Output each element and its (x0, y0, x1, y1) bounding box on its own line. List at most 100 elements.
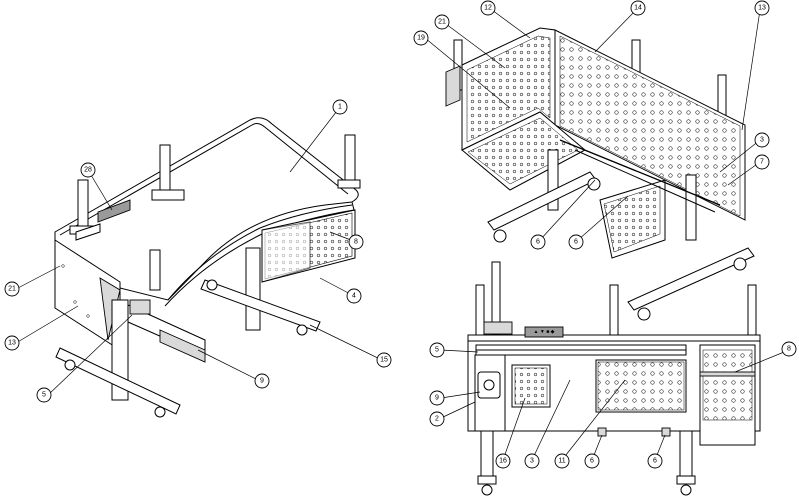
leader-7 (727, 161, 761, 186)
right-base-foot (200, 279, 321, 332)
svg-text:6: 6 (574, 239, 578, 246)
leader-14 (594, 9, 637, 53)
caster-wheel (637, 307, 651, 321)
leader-3a (719, 139, 761, 173)
cable-clip (597, 427, 607, 437)
cable-clip (661, 427, 671, 437)
callout-28: 28 (80, 162, 96, 178)
desktop-corner (351, 201, 355, 211)
callout-19: 19 (413, 30, 429, 46)
svg-text:6: 6 (653, 458, 657, 465)
svg-text:1: 1 (338, 104, 342, 111)
small-basket-perforation (603, 185, 661, 253)
svg-text:12: 12 (484, 5, 492, 12)
leader-5b (440, 349, 479, 353)
callout-21a: 21 (4, 281, 20, 297)
leader-1 (289, 106, 341, 173)
upright-post (609, 284, 619, 338)
callout-6b: 6 (568, 234, 584, 250)
callout-6c: 6 (584, 453, 600, 469)
leader-9a (197, 349, 261, 382)
foot-block (676, 475, 696, 485)
grommet-bracket (75, 223, 101, 241)
callouts: 1 28 8 4 21 13 5 9 15 12 14 13 21 19 3 7… (4, 0, 797, 469)
callout-13a: 13 (4, 335, 20, 351)
svg-text:9: 9 (435, 395, 439, 402)
leader-19 (424, 37, 511, 109)
svg-text:6: 6 (536, 239, 540, 246)
upright-post (159, 144, 171, 196)
svg-text:9: 9 (260, 378, 264, 385)
svg-text:11: 11 (558, 458, 565, 465)
post-base-plate (337, 179, 361, 189)
svg-text:28: 28 (84, 167, 92, 174)
power-strip (97, 199, 131, 223)
leader-3b (531, 379, 571, 461)
upright-post (475, 284, 485, 338)
callout-3b: 3 (524, 453, 540, 469)
leg-column (547, 149, 559, 211)
svg-text:14: 14 (634, 5, 642, 12)
callout-8a: 8 (348, 234, 364, 250)
callout-9a: 9 (254, 373, 270, 389)
leg-column (480, 430, 494, 477)
upright-post (344, 134, 356, 184)
caster-wheel (154, 406, 166, 418)
leader-11 (561, 379, 626, 461)
control-panel-label: ▲ ▼ ■ ◆ (534, 329, 555, 335)
panel-hole (86, 314, 90, 318)
callout-4: 4 (346, 288, 362, 304)
frame-rail (559, 139, 721, 206)
desktop-edge-inner (59, 123, 349, 236)
svg-text:19: 19 (417, 35, 425, 42)
callout-11: 11 (554, 453, 570, 469)
left-base-foot (55, 347, 181, 415)
desktop-curve-front (167, 204, 353, 301)
leg-column (685, 174, 697, 241)
callout-5a: 5 (36, 387, 52, 403)
svg-text:15: 15 (380, 357, 388, 364)
svg-text:4: 4 (352, 293, 356, 300)
callout-12: 12 (480, 0, 496, 16)
clamp-bracket (483, 321, 513, 335)
small-panel-perforation (514, 367, 548, 405)
svg-text:8: 8 (787, 346, 791, 353)
control-box (129, 299, 151, 315)
basket-strap (699, 371, 756, 377)
svg-text:13: 13 (8, 340, 16, 347)
leader-28 (87, 169, 113, 211)
svg-text:5: 5 (42, 392, 46, 399)
basket-side (261, 221, 311, 283)
post-base-plate (151, 189, 185, 201)
panel-hole (73, 300, 77, 304)
caster-wheel (680, 484, 692, 496)
callout-6d: 6 (647, 453, 663, 469)
svg-text:8: 8 (354, 239, 358, 246)
leader-lines (15, 9, 790, 461)
leader-12 (491, 9, 531, 39)
leader-9b (440, 391, 481, 399)
caster-wheel (296, 324, 308, 336)
svg-text:7: 7 (760, 159, 764, 166)
callout-6a: 6 (530, 234, 546, 250)
isometric-desk-view (54, 117, 361, 418)
svg-text:13: 13 (758, 5, 766, 12)
leader-21b (445, 23, 506, 69)
leader-6a (539, 179, 596, 241)
svg-text:6: 6 (590, 458, 594, 465)
foot-block (477, 475, 497, 485)
callout-9b: 9 (429, 390, 445, 406)
modesty-panel-perforation (597, 361, 685, 411)
leader-13b (741, 9, 761, 131)
callout-3a: 3 (754, 132, 770, 148)
base-foot (627, 247, 755, 311)
side-basket-perforation (702, 349, 753, 421)
frame-rail (574, 149, 716, 213)
leader-15 (309, 324, 383, 361)
modesty-panel-perforation (559, 35, 741, 217)
upright-post (747, 284, 757, 338)
svg-text:21: 21 (438, 19, 446, 26)
leader-16 (502, 397, 526, 461)
callout-1: 1 (332, 99, 348, 115)
control-panel (524, 326, 564, 338)
